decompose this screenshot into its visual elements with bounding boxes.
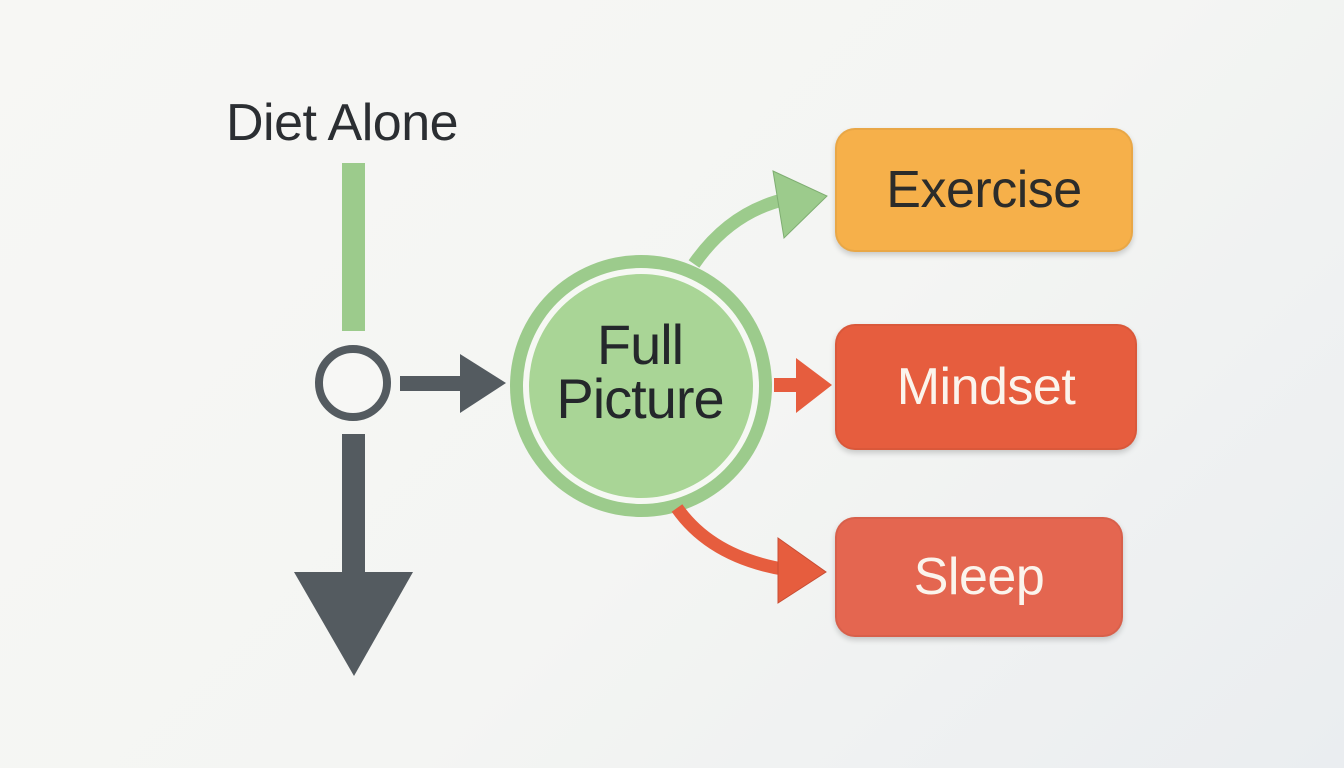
arrow-to-mindset-head: [796, 358, 832, 413]
arrow-to-sleep-shaft: [671, 504, 790, 577]
sleep-box: Sleep: [835, 517, 1123, 637]
diet-green-bar: [342, 163, 365, 331]
hub-label-line1: Full: [596, 313, 684, 376]
exercise-box: Exercise: [835, 128, 1133, 252]
right-arrow-shaft: [400, 376, 468, 391]
down-arrow-head: [294, 572, 413, 676]
arrow-to-sleep-head: [777, 537, 827, 604]
hub-label-line2: Picture: [556, 367, 724, 430]
exercise-label: Exercise: [886, 161, 1082, 219]
right-arrow-head: [460, 354, 506, 413]
hub-label: Full Picture: [520, 313, 760, 430]
hub-core: [529, 274, 753, 498]
junction-node: [315, 345, 391, 421]
diet-alone-label: Diet Alone: [226, 94, 459, 152]
mindset-box: Mindset: [835, 324, 1137, 450]
down-arrow-shaft: [342, 434, 365, 584]
arrow-to-mindset-shaft: [774, 378, 802, 392]
mindset-label: Mindset: [896, 358, 1076, 416]
arrow-to-exercise-shaft: [688, 192, 788, 268]
sleep-label: Sleep: [913, 548, 1045, 606]
arrow-to-exercise-head: [772, 170, 828, 240]
